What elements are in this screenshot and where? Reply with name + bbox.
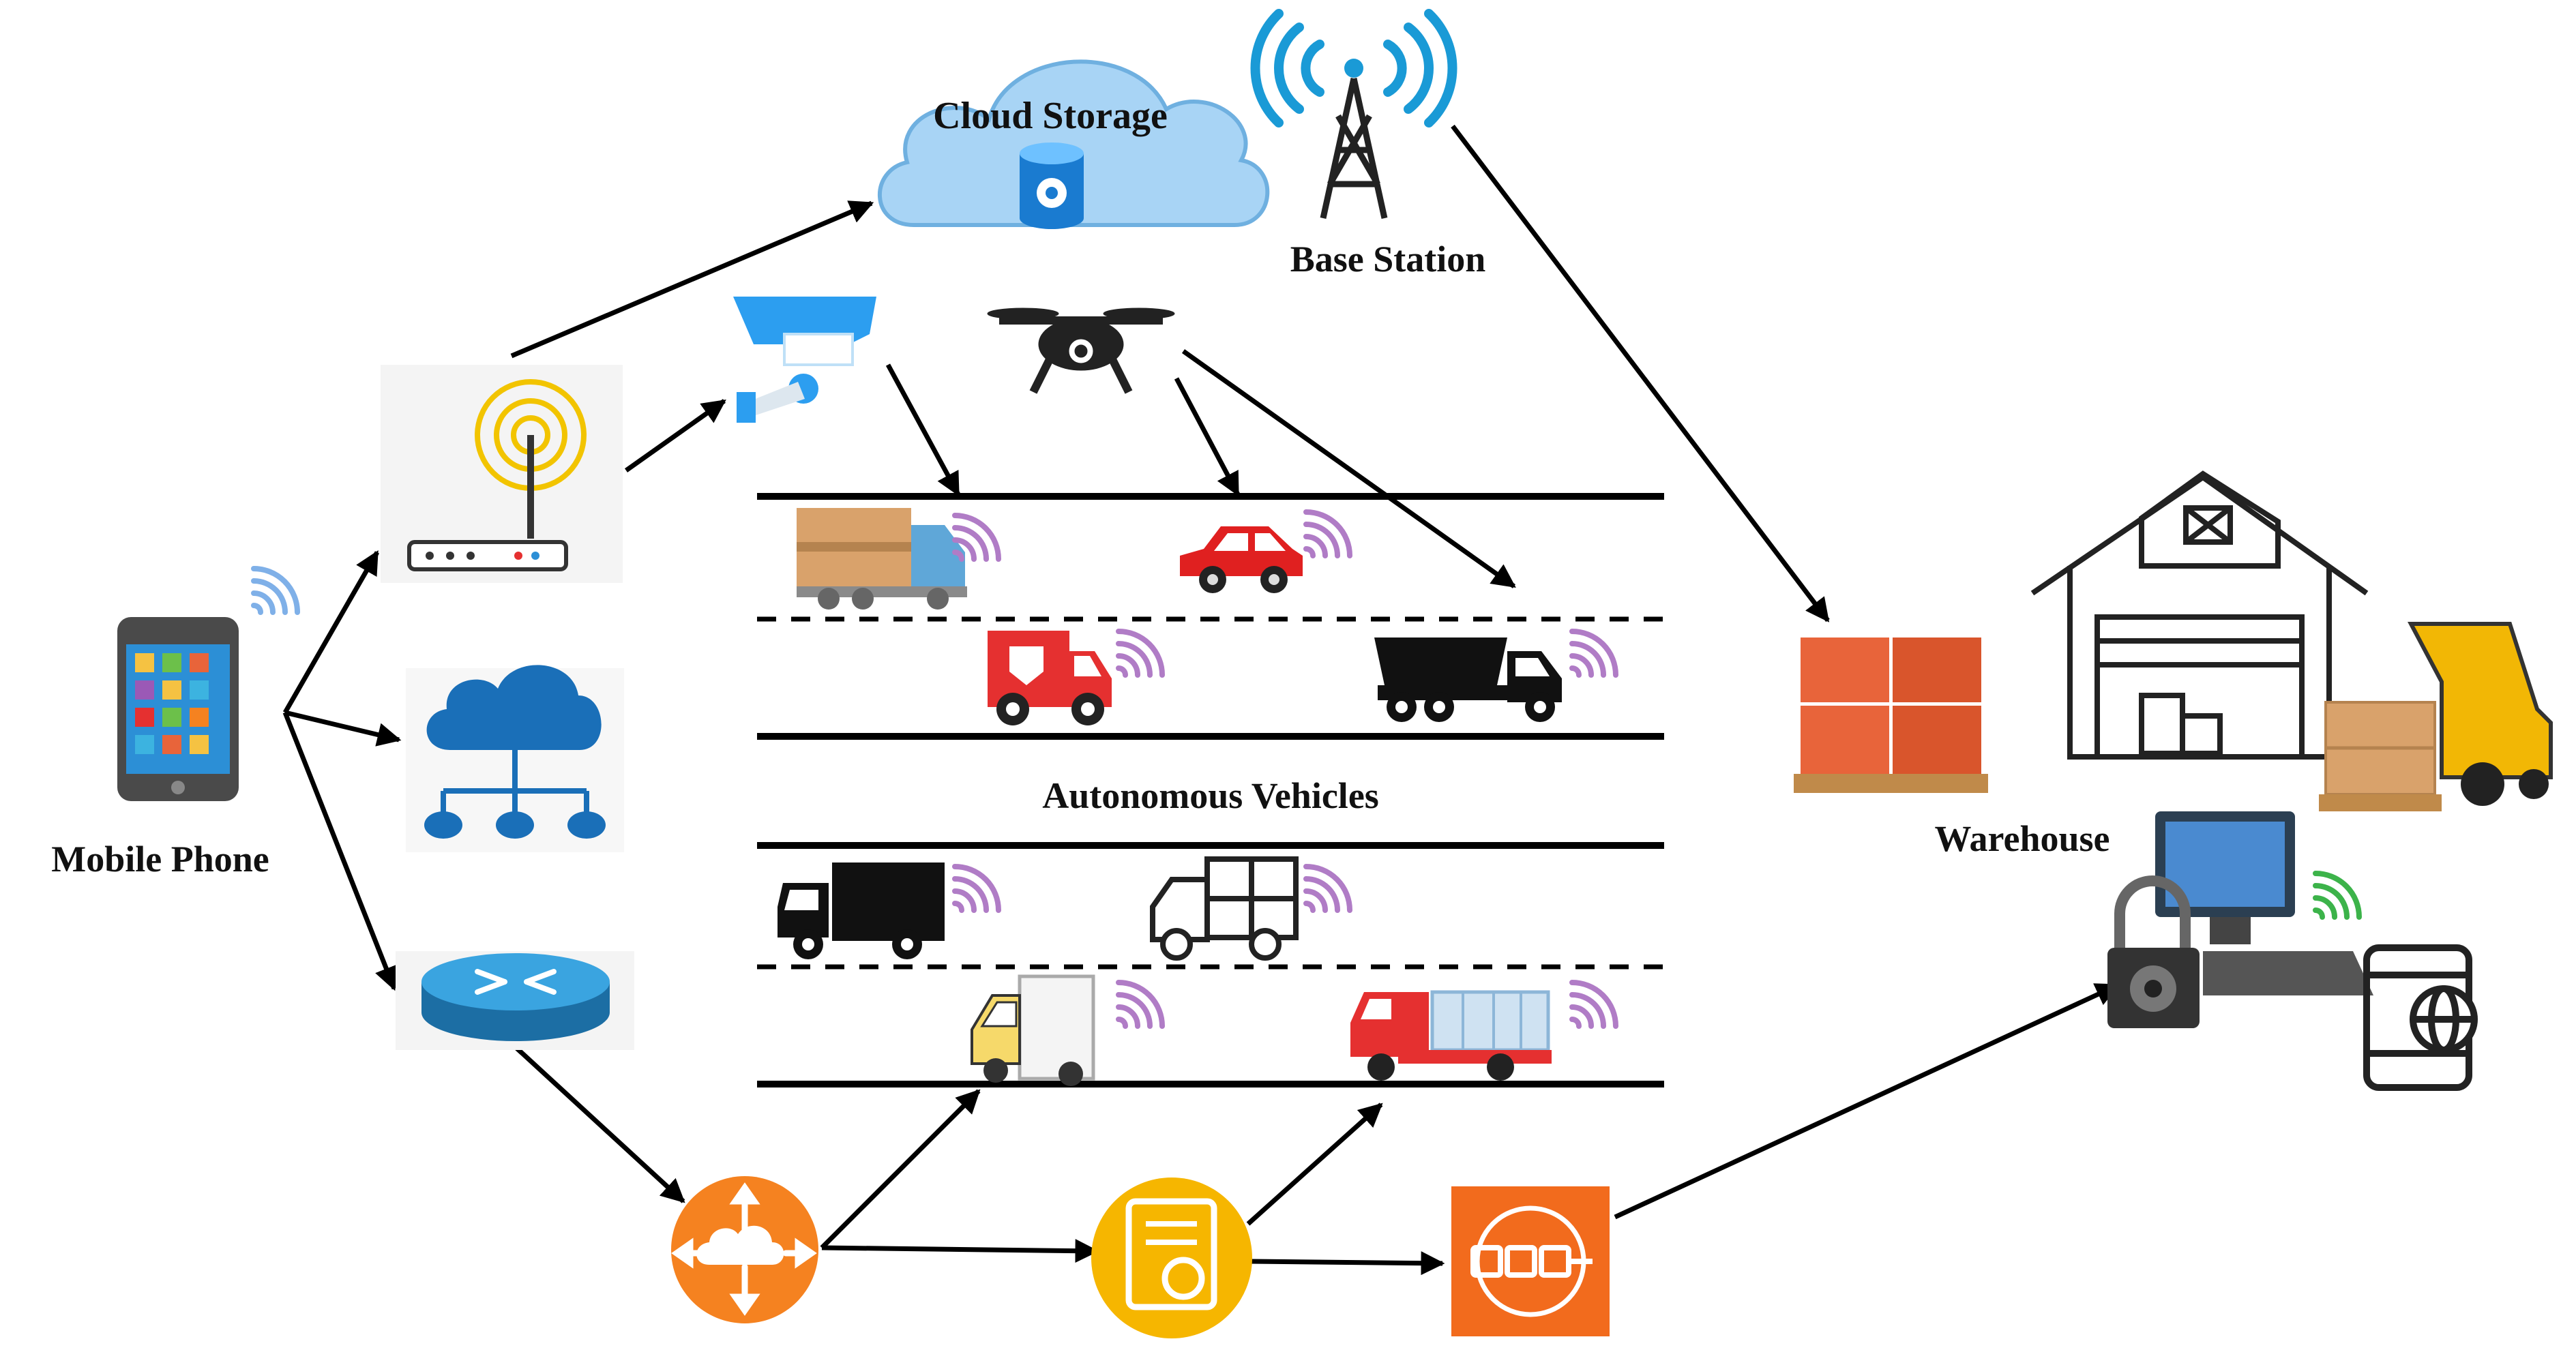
box-truck-icon xyxy=(797,508,967,610)
drone-icon xyxy=(987,308,1175,394)
flow-arrows xyxy=(282,124,2120,1276)
arrow-switch-to-hub xyxy=(513,1045,685,1203)
wifi-signal-icon xyxy=(1119,982,1162,1026)
base-station-label: Base Station xyxy=(1290,239,1486,280)
forklift-icon xyxy=(2319,622,2553,811)
arrow-router-to-cloud-storage xyxy=(510,200,874,359)
wifi-signal-icon xyxy=(955,515,998,559)
cloud-storage-label: Cloud Storage xyxy=(933,95,1168,137)
mobile-globe-icon xyxy=(2363,944,2478,1091)
mobile-phone-label: Mobile Phone xyxy=(51,839,269,880)
certificate-icon xyxy=(1091,1178,1252,1338)
wifi-signal-icon xyxy=(254,569,297,612)
wifi-signal-icon xyxy=(1119,631,1162,675)
arrow-certificate-to-road xyxy=(1246,1102,1383,1226)
wifi-signal-icon xyxy=(1306,512,1350,556)
wifi-router-icon xyxy=(381,365,623,583)
cloud-storage-icon xyxy=(877,59,1270,229)
wifi-signal-icon xyxy=(1306,867,1350,910)
network-switch-icon xyxy=(396,951,634,1050)
flatbed-truck-icon xyxy=(1350,990,1552,1081)
wifi-signal-icon xyxy=(1572,631,1616,675)
wifi-signal-icon xyxy=(2315,873,2359,917)
car-icon xyxy=(1180,526,1303,593)
dump-truck-icon xyxy=(1374,638,1562,722)
arrow-hub-to-certificate xyxy=(821,1239,1099,1263)
database-gear-icon xyxy=(1020,142,1084,229)
secure-computer-icon xyxy=(2107,811,2373,1028)
wifi-signal-icon xyxy=(955,867,998,910)
security-camera-icon xyxy=(733,297,876,423)
road-lanes-top xyxy=(757,493,1664,740)
road-lanes-bottom xyxy=(757,842,1664,1088)
arrow-certificate-to-blockchain xyxy=(1251,1251,1445,1276)
arrow-blockchain-to-computer xyxy=(1614,982,2120,1220)
arrow-drone-to-dump-truck xyxy=(1181,349,1516,588)
arrow-phone-to-router xyxy=(282,550,380,714)
fire-truck-icon xyxy=(988,631,1112,725)
router-hub-icon xyxy=(671,1176,818,1323)
warehouse-label: Warehouse xyxy=(1934,818,2109,859)
blockchain-icon xyxy=(1451,1186,1610,1336)
cargo-truck-icon xyxy=(1150,856,1299,961)
pallet-boxes-icon xyxy=(1794,638,1988,793)
arrow-phone-to-cloud-network xyxy=(284,710,402,747)
warehouse-icon xyxy=(2030,470,2369,760)
arrow-hub-to-road xyxy=(820,1089,981,1250)
autonomous-vehicles-label: Autonomous Vehicles xyxy=(1042,775,1379,816)
arrow-drone-to-car xyxy=(1174,377,1241,497)
van-icon xyxy=(971,974,1095,1086)
wifi-signal-icon xyxy=(1572,982,1616,1026)
cloud-network-icon xyxy=(406,665,624,852)
arrow-camera-to-road xyxy=(885,363,961,497)
delivery-truck-icon xyxy=(778,862,945,959)
arrow-base-station-to-warehouse xyxy=(1451,124,1830,622)
arrow-router-to-camera xyxy=(624,399,726,472)
cell-tower-icon xyxy=(1250,9,1457,219)
arrow-phone-to-switch xyxy=(282,711,398,991)
smartphone-icon xyxy=(117,617,239,801)
